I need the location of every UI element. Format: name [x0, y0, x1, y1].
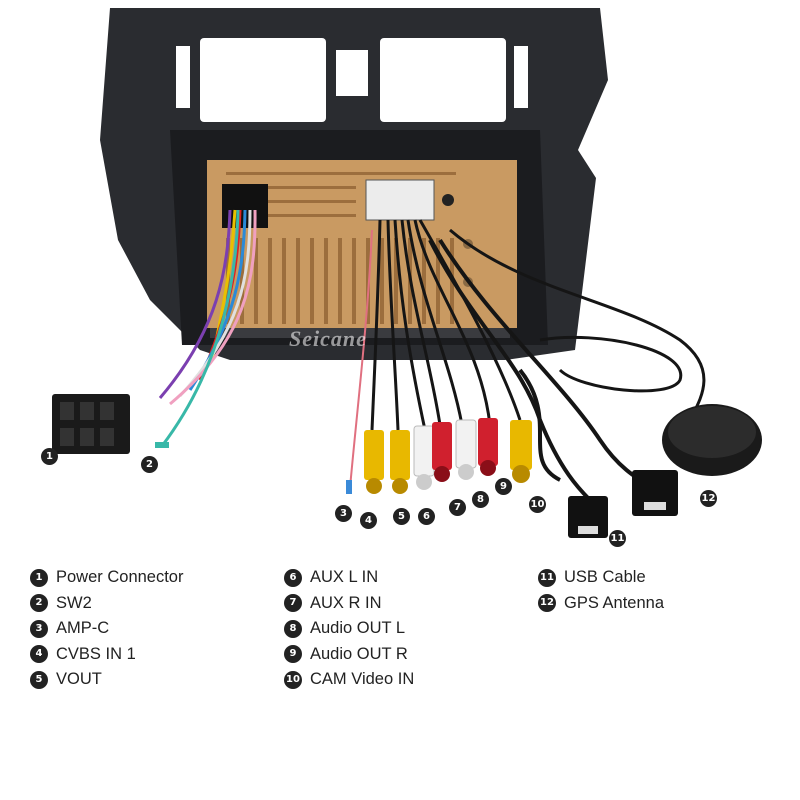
rca-plugs: [364, 418, 532, 494]
legend-item: 1 Power Connector: [30, 565, 183, 591]
legend-number: 4: [30, 645, 48, 664]
slot-left: [176, 46, 190, 108]
radio-antenna-port: [442, 194, 454, 206]
legend-item: 12 GPS Antenna: [538, 591, 664, 617]
harness-wires: [158, 209, 257, 447]
vent-right: [380, 38, 506, 122]
legend-label: AUX L IN: [310, 568, 379, 587]
legend-number: 12: [538, 594, 556, 613]
legend-item: 9 Audio OUT R: [284, 642, 414, 668]
legend-label: VOUT: [56, 670, 102, 689]
callout-9: 9: [495, 478, 512, 495]
legend-number: 7: [284, 594, 302, 613]
legend-label: AMP-C: [56, 619, 110, 638]
legend-item: 8 Audio OUT L: [284, 616, 414, 642]
legend-number: 2: [30, 594, 48, 613]
slot-center: [336, 50, 368, 96]
callout-3: 3: [335, 505, 352, 522]
watermark: Seicane: [289, 326, 367, 351]
legend-label: SW2: [56, 593, 92, 612]
legend-label: CAM Video IN: [310, 670, 415, 689]
legend-label: Power Connector: [56, 568, 184, 587]
legend-item: 3 AMP-C: [30, 616, 183, 642]
callout-11: 11: [609, 530, 626, 547]
sw2-wire-tip: [155, 442, 169, 448]
legend-label: AUX R IN: [310, 593, 382, 612]
legend-number: 11: [538, 568, 556, 587]
wiring-diagram: Seicane 1 2 3 4 5 6 7 8 9 10 11 12: [41, 8, 762, 547]
legend-number: 5: [30, 670, 48, 689]
gps-cable-loop: [539, 335, 683, 393]
legend-number: 3: [30, 619, 48, 638]
usb-plug-2: [632, 470, 678, 516]
callout-1: 1: [41, 448, 58, 465]
amp-c-wire: [349, 229, 373, 489]
legend-column-3: 11 USB Cable 12 GPS Antenna: [538, 565, 664, 616]
legend-label: CVBS IN 1: [56, 644, 136, 663]
callout-12: 12: [700, 490, 717, 507]
unit-base: [210, 328, 510, 338]
slot-right: [514, 46, 528, 108]
gps-cable: [449, 228, 706, 421]
aux-socket: [365, 179, 435, 221]
legend-item: 11 USB Cable: [538, 565, 664, 591]
legend-item: 4 CVBS IN 1: [30, 642, 183, 668]
legend-item: 2 SW2: [30, 591, 183, 617]
callout-4: 4: [360, 512, 377, 529]
callout-2: 2: [141, 456, 158, 473]
legend-label: GPS Antenna: [564, 593, 664, 612]
legend-item: 6 AUX L IN: [284, 565, 414, 591]
legend-item: 7 AUX R IN: [284, 591, 414, 617]
vent-left: [200, 38, 326, 122]
legend-number: 9: [284, 645, 302, 664]
legend-label: Audio OUT L: [310, 619, 406, 638]
callout-5: 5: [393, 508, 410, 525]
callout-10: 10: [529, 496, 546, 513]
callout-7: 7: [449, 499, 466, 516]
legend-label: USB Cable: [564, 568, 646, 587]
legend-column-2: 6 AUX L IN 7 AUX R IN 8 Audio OUT L 9 Audio …: [284, 565, 414, 693]
legend-number: 1: [30, 568, 48, 587]
callout-6: 6: [418, 508, 435, 525]
amp-c-tip: [346, 480, 352, 494]
legend-label: Audio OUT R: [310, 644, 408, 663]
callout-8: 8: [472, 491, 489, 508]
diagram-illustration: [52, 8, 762, 538]
legend-number: 6: [284, 568, 302, 587]
legend-item: 10 CAM Video IN: [284, 667, 414, 693]
legend-number: 8: [284, 619, 302, 638]
legend-number: 10: [284, 670, 302, 689]
legend-item: 5 VOUT: [30, 667, 183, 693]
